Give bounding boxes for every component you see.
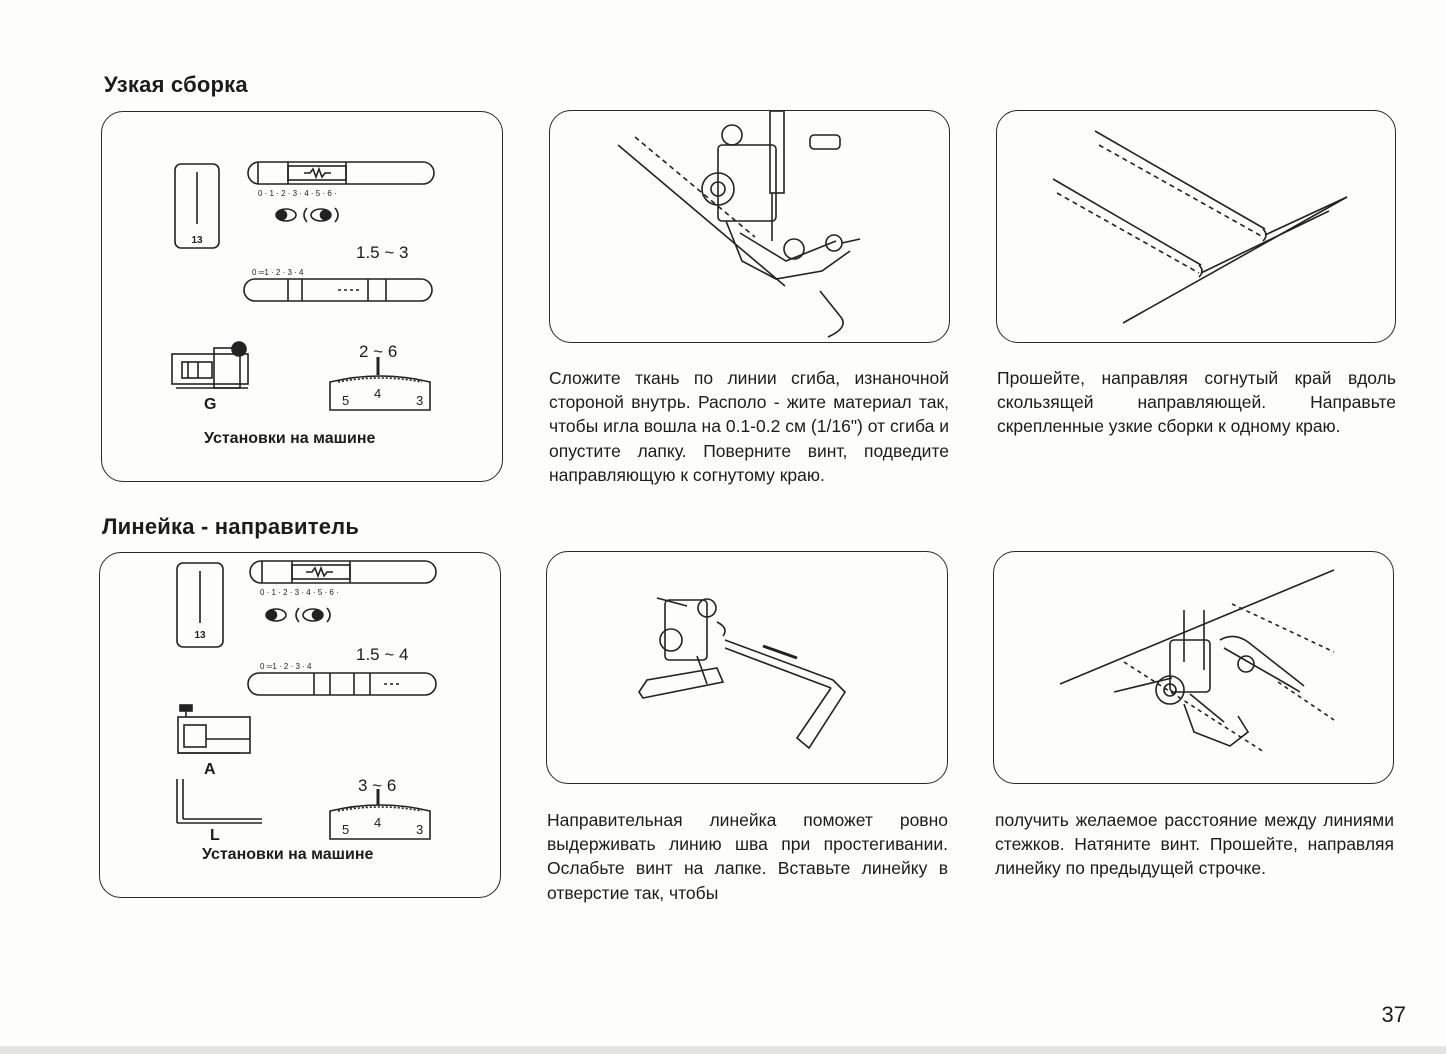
length-range: 1.5 ~ 4	[356, 645, 408, 665]
machine-settings-panel-1: 13 0 · 1 · 2 · 3 · 4 · 5 · 6 · 0 ═1 · 2 …	[101, 111, 503, 482]
section-title-narrow-gathering: Узкая сборка	[104, 72, 248, 98]
settings-caption: Установки на машине	[202, 846, 373, 864]
tension-high-mark: 3	[416, 822, 423, 837]
pattern-number: 13	[191, 235, 203, 246]
instruction-step-4: получить желаемое расстояние между линия…	[995, 808, 1394, 881]
presser-foot-drawing-2	[994, 552, 1394, 784]
section-title-guide-ruler: Линейка - направитель	[102, 514, 359, 540]
instruction-step-3: Направительная линейка поможет ровно выд…	[547, 808, 948, 905]
tension-range: 3 ~ 6	[358, 776, 396, 796]
foot-label: G	[204, 396, 216, 414]
illustration-gathered-strips	[996, 110, 1396, 343]
tension-low-mark: 5	[342, 822, 349, 837]
tension-value: 4	[374, 815, 381, 830]
width-scale: 0 · 1 · 2 · 3 · 4 · 5 · 6 ·	[260, 588, 339, 597]
tension-high-mark: 3	[416, 393, 423, 408]
tension-range: 2 ~ 6	[359, 342, 397, 362]
length-range: 1.5 ~ 3	[356, 243, 408, 263]
length-scale: 0 ═1 · 2 · 3 · 4	[252, 268, 304, 277]
fabric-strips-drawing	[997, 111, 1396, 343]
illustration-fold-and-sew	[549, 110, 950, 343]
illustration-insert-ruler	[546, 551, 948, 784]
guide-label: L	[210, 827, 220, 845]
settings-caption: Установки на машине	[204, 430, 375, 448]
presser-foot-g-icon	[172, 342, 248, 388]
width-scale: 0 · 1 · 2 · 3 · 4 · 5 · 6 ·	[258, 189, 337, 198]
tension-value: 4	[374, 386, 381, 401]
pattern-number: 13	[194, 630, 206, 641]
foot-label: A	[204, 761, 216, 779]
stitch-length-dial-icon	[248, 673, 436, 695]
page-number: 37	[1382, 1002, 1406, 1028]
instruction-step-1: Сложите ткань по линии сгиба, изнаночной…	[549, 366, 949, 487]
presser-foot-a-icon	[178, 705, 250, 753]
length-scale: 0 ═1 · 2 · 3 · 4	[260, 662, 312, 671]
illustration-sew-with-ruler	[993, 551, 1394, 784]
presser-foot-drawing-1	[550, 111, 950, 343]
scan-edge	[0, 1046, 1446, 1054]
ruler-insertion-drawing	[547, 552, 948, 784]
instruction-step-2: Прошейте, направляя согнутый край вдоль …	[997, 366, 1396, 439]
guide-ruler-l-icon	[177, 779, 262, 823]
settings-diagram-1: 13 0 · 1 · 2 · 3 · 4 · 5 · 6 · 0 ═1 · 2 …	[102, 112, 503, 482]
machine-settings-panel-2: 13 0 · 1 · 2 · 3 · 4 · 5 · 6 · 0 ═1 · 2 …	[99, 552, 501, 898]
tension-low-mark: 5	[342, 393, 349, 408]
